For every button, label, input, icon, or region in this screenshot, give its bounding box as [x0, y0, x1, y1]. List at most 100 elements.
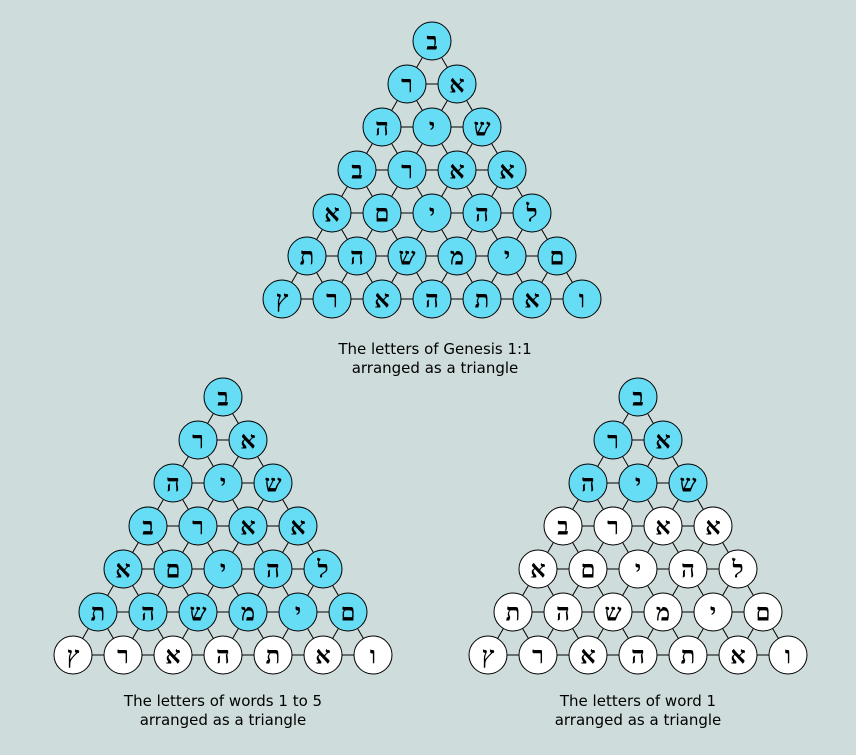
hebrew-letter: ב — [426, 27, 438, 56]
hebrew-letter: ש — [605, 598, 622, 627]
letter-circle — [253, 463, 293, 503]
hebrew-letter: ץ — [67, 641, 80, 670]
letter-circle — [287, 236, 327, 276]
letter-circle — [693, 506, 733, 546]
hebrew-letter: א — [580, 641, 595, 670]
letter-node: ו — [353, 635, 393, 675]
letter-circle — [303, 549, 343, 589]
letter-node: א — [228, 506, 268, 546]
hebrew-letter: י — [710, 598, 716, 627]
letter-circle — [303, 635, 343, 675]
hebrew-letter: ה — [166, 469, 180, 498]
letter-node: א — [643, 506, 683, 546]
hebrew-letter: א — [530, 555, 545, 584]
letter-circle — [262, 279, 302, 319]
hebrew-letter: ם — [166, 555, 181, 584]
letter-circle — [437, 150, 477, 190]
letter-node: ם — [328, 592, 368, 632]
hebrew-letter: א — [655, 512, 670, 541]
letter-node: ה — [412, 279, 452, 319]
hebrew-letter: ם — [341, 598, 356, 627]
letter-circle — [618, 549, 658, 589]
hebrew-letter: א — [449, 156, 464, 185]
hebrew-letter: ה — [631, 641, 645, 670]
hebrew-letter: ל — [316, 555, 328, 584]
letter-circle — [768, 635, 808, 675]
letter-circle — [312, 279, 352, 319]
letter-circle — [362, 193, 402, 233]
hebrew-letter: י — [635, 555, 641, 584]
hebrew-letter: ת — [300, 242, 315, 271]
hebrew-letter: ר — [607, 512, 619, 541]
hebrew-letter: א — [705, 512, 720, 541]
hebrew-letter: א — [290, 512, 305, 541]
letter-circle — [487, 150, 527, 190]
letter-node: ב — [412, 21, 452, 61]
hebrew-letter: ב — [557, 512, 569, 541]
hebrew-letter: מ — [241, 598, 255, 627]
letter-circle — [668, 635, 708, 675]
hebrew-letter: א — [240, 426, 255, 455]
hebrew-letter: ה — [556, 598, 570, 627]
hebrew-letter: ו — [579, 285, 585, 314]
letter-node: ש — [387, 236, 427, 276]
hebrew-letter: ה — [266, 555, 280, 584]
letter-circle — [253, 635, 293, 675]
letter-circle — [228, 420, 268, 460]
letter-circle — [153, 549, 193, 589]
letter-node: ש — [253, 463, 293, 503]
hebrew-letter: ש — [680, 469, 697, 498]
letter-node: ה — [128, 592, 168, 632]
hebrew-letter: ם — [375, 199, 390, 228]
letter-node: ל — [303, 549, 343, 589]
letter-node: א — [228, 420, 268, 460]
letter-circle — [53, 635, 93, 675]
hebrew-letter: א — [374, 285, 389, 314]
letter-circle — [228, 592, 268, 632]
letter-circle — [643, 506, 683, 546]
letter-circle — [362, 107, 402, 147]
letter-node: ב — [203, 377, 243, 417]
letter-circle — [518, 635, 558, 675]
hebrew-letter: י — [220, 469, 226, 498]
letter-node: א — [512, 279, 552, 319]
hebrew-letter: ר — [117, 641, 129, 670]
letter-node: ה — [337, 236, 377, 276]
letter-node: א — [362, 279, 402, 319]
hebrew-letter: י — [429, 199, 435, 228]
hebrew-letter: מ — [450, 242, 464, 271]
letter-circle — [718, 549, 758, 589]
letter-circle — [568, 463, 608, 503]
letter-circle — [437, 64, 477, 104]
hebrew-letter: א — [315, 641, 330, 670]
letter-node: א — [693, 506, 733, 546]
letter-node: ת — [493, 592, 533, 632]
caption-word-1: The letters of word 1 arranged as a tria… — [488, 692, 788, 730]
letter-circle — [593, 420, 633, 460]
letter-node: ה — [543, 592, 583, 632]
hebrew-letter: ה — [350, 242, 364, 271]
hebrew-letter: ר — [532, 641, 544, 670]
letter-node: ו — [768, 635, 808, 675]
letter-circle — [203, 635, 243, 675]
letter-node: ש — [668, 463, 708, 503]
letter-node: ר — [178, 506, 218, 546]
letter-node: ב — [543, 506, 583, 546]
letter-circle — [203, 463, 243, 503]
hebrew-letter: ו — [785, 641, 791, 670]
letter-node: מ — [228, 592, 268, 632]
letter-circle — [412, 193, 452, 233]
hebrew-letter: ש — [399, 242, 416, 271]
letter-circle — [387, 150, 427, 190]
hebrew-letter: י — [635, 469, 641, 498]
hebrew-letter: א — [240, 512, 255, 541]
letter-circle — [462, 279, 502, 319]
letter-node: ה — [253, 549, 293, 589]
letter-node: א — [437, 150, 477, 190]
letter-circle — [328, 592, 368, 632]
hebrew-letter: א — [165, 641, 180, 670]
hebrew-letter: ו — [370, 641, 376, 670]
hebrew-letter: א — [324, 199, 339, 228]
